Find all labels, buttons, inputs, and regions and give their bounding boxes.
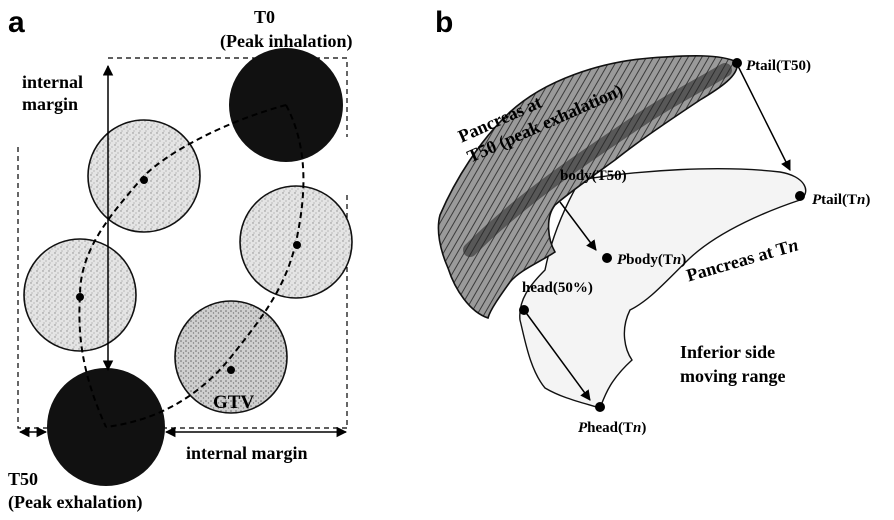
t50-label: T50 [8, 469, 38, 489]
t0-label: T0 [254, 7, 275, 27]
panel-b-letter: b [435, 6, 453, 39]
pbody-tn-label: Pbody(Tn) [617, 252, 686, 268]
phead-t50-point [519, 305, 529, 315]
t50-sublabel: (Peak exhalation) [8, 492, 143, 513]
gtv-label: GTV [213, 392, 254, 413]
inferior-range-line1: Inferior side [680, 342, 775, 362]
inferior-range-line2: moving range [680, 366, 786, 386]
center-dot [140, 176, 148, 184]
center-dot [293, 241, 301, 249]
phead-tn-point [595, 402, 605, 412]
panel-a: a T0 (Peak inhalation) internal margin G… [8, 6, 353, 513]
internal-margin-bottom-label: internal margin [186, 443, 308, 463]
phead-tn-label: Phead(Tn) [578, 420, 646, 436]
t0-sublabel: (Peak inhalation) [220, 31, 353, 52]
internal-margin-top-line2: margin [22, 94, 78, 114]
pbody-tn-point [602, 253, 612, 263]
center-dot [227, 366, 235, 374]
internal-margin-top-line1: internal [22, 72, 83, 92]
center-dot [76, 293, 84, 301]
panel-a-letter: a [8, 6, 25, 39]
panel-b: b Pancreas at T50 (peak exhalation) Ptai… [435, 6, 870, 436]
ptail-tn-label: Ptail(Tn) [812, 192, 870, 208]
ptail-t50-point [732, 58, 742, 68]
ptail-t50-label: Ptail(T50) [746, 58, 811, 74]
tail-motion-arrow [737, 64, 790, 170]
ptail-tn-point [795, 191, 805, 201]
pbody-t50-label: body(T50) [560, 168, 627, 184]
phead-t50-label: head(50%) [522, 280, 593, 296]
